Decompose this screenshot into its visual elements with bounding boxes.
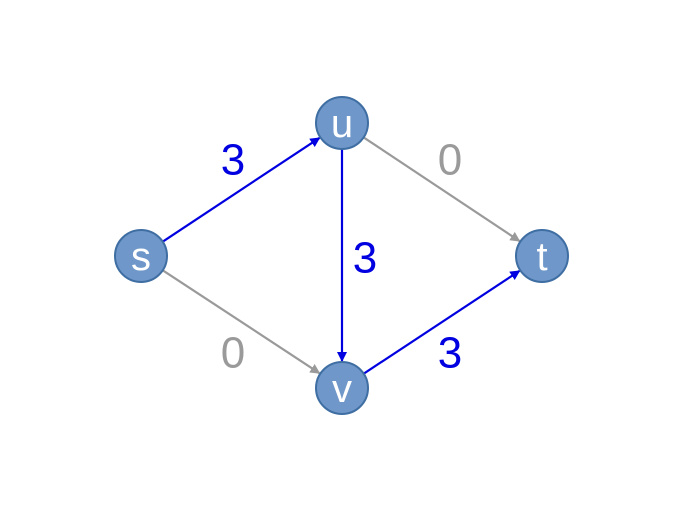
node-label: s [131,235,151,279]
node-label: u [331,102,353,146]
edge-v-t [363,269,521,375]
edge-label-s-u: 3 [221,136,245,185]
node-circle [315,361,369,415]
edge-label-u-t: 0 [438,136,462,185]
node-u: u [315,96,369,150]
node-v: v [315,361,369,415]
node-t: t [515,229,569,283]
node-s: s [114,229,168,283]
edge-label-v-t: 3 [438,329,462,378]
node-circle [114,229,168,283]
edge-u-t [363,136,521,242]
node-circle [515,229,569,283]
node-label: t [536,235,547,279]
edge-label-s-v: 0 [221,329,245,378]
node-circle [315,96,369,150]
node-label: v [332,367,352,411]
edge-s-u [162,136,321,243]
edge-s-v [162,269,321,375]
edge-label-u-v: 3 [353,234,377,283]
